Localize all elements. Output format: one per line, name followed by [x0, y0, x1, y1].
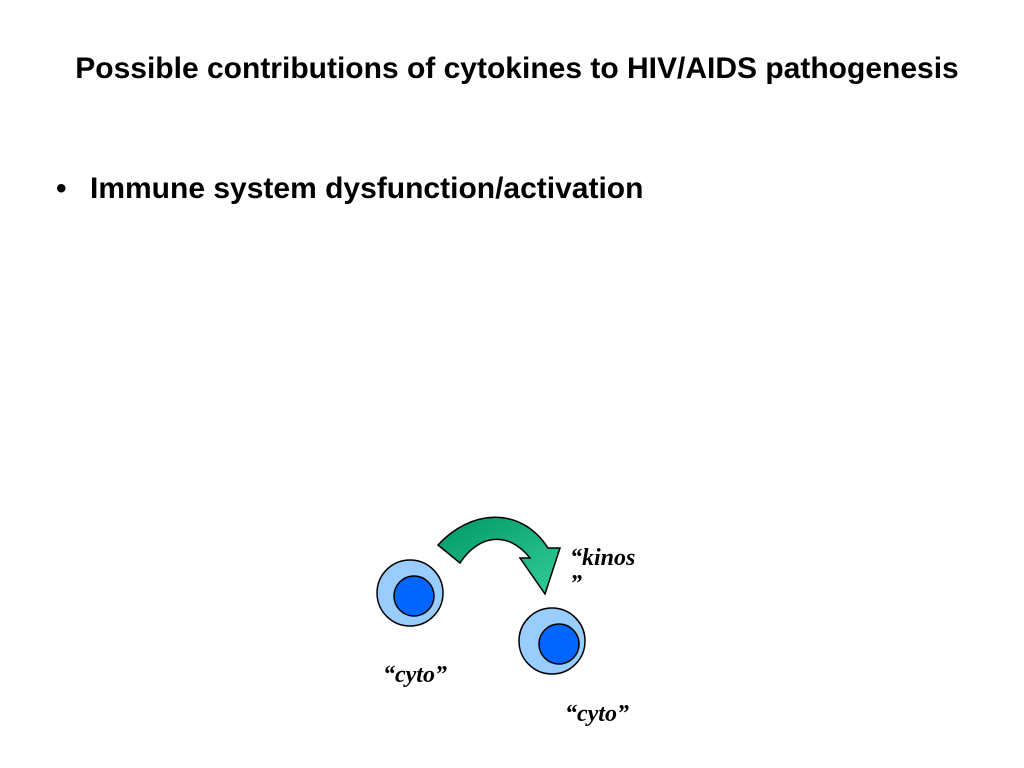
slide-title: Possible contributions of cytokines to H… [75, 52, 959, 85]
cell-nucleus [538, 623, 580, 665]
cell-left-label: “cyto” [383, 662, 447, 688]
cell-left [376, 559, 444, 627]
bullet-text: Immune system dysfunction/activation [90, 172, 644, 205]
bullet-item: • Immune system dysfunction/activation [56, 168, 643, 210]
cell-right [518, 607, 586, 675]
bullet-list: • Immune system dysfunction/activation [56, 168, 643, 210]
bullet-marker: • [56, 172, 67, 205]
cell-right-label: “cyto” [565, 701, 629, 727]
cell-nucleus [393, 575, 435, 617]
arrow-label: “kinos ” [570, 545, 636, 597]
signal-arrow [436, 516, 562, 596]
